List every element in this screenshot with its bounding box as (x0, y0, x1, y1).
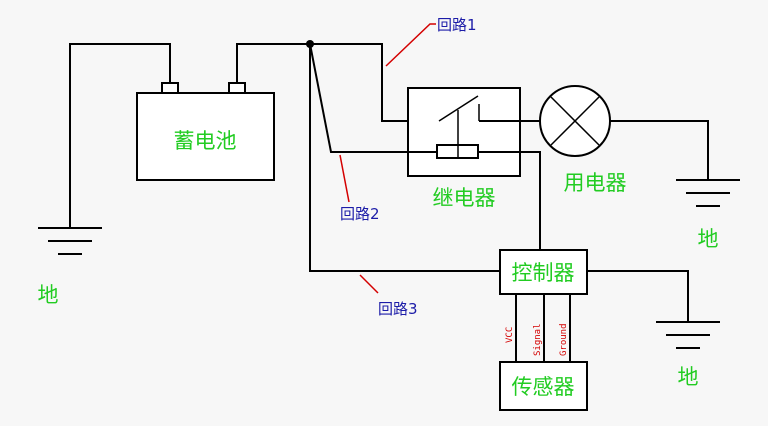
controller-body (499, 249, 588, 295)
relay (407, 87, 521, 177)
ground-label-controller: 地 (678, 365, 699, 389)
battery-body (136, 92, 275, 181)
load-lamp-icon (539, 85, 611, 157)
loop1-leader (385, 23, 436, 67)
ground-symbol-load (676, 179, 740, 207)
battery: 蓄电池 (136, 82, 275, 181)
loop3-leader (359, 274, 379, 294)
ground-symbol-left (38, 227, 102, 255)
sensor: 传感器 (499, 361, 588, 411)
pin-label-signal: Signal (533, 323, 543, 356)
loop3-wire (309, 44, 500, 272)
ground-label-load: 地 (698, 227, 719, 251)
loop2-leader (339, 154, 350, 203)
pin-label-ground: Ground (559, 323, 569, 356)
battery-positive-wire (236, 43, 310, 83)
ground-label-left: 地 (38, 283, 59, 307)
pin-label-vcc: VCC (505, 327, 515, 343)
coil-to-controller-wire (478, 151, 541, 250)
loop1-label: 回路1 (437, 16, 477, 34)
sensor-label: 传感器 (512, 375, 575, 399)
relay-body (407, 87, 521, 177)
relay-switch-blade (438, 95, 479, 122)
controller-label: 控制器 (512, 261, 575, 285)
controller: 控制器 (499, 249, 588, 295)
battery-terminal-negative (161, 82, 179, 94)
loop2-wire (309, 43, 437, 153)
battery-label: 蓄电池 (174, 129, 237, 153)
controller-ground-wire (587, 270, 689, 322)
battery-terminal-positive (228, 82, 246, 94)
load-label: 用电器 (564, 171, 627, 195)
battery-ground-wire (69, 43, 171, 228)
relay-label: 继电器 (433, 186, 496, 210)
load-ground-wire (610, 120, 709, 180)
loop3-label: 回路3 (378, 300, 418, 318)
sensor-body (499, 361, 588, 411)
loop2-label: 回路2 (340, 205, 380, 223)
ground-symbol-controller (656, 321, 720, 349)
